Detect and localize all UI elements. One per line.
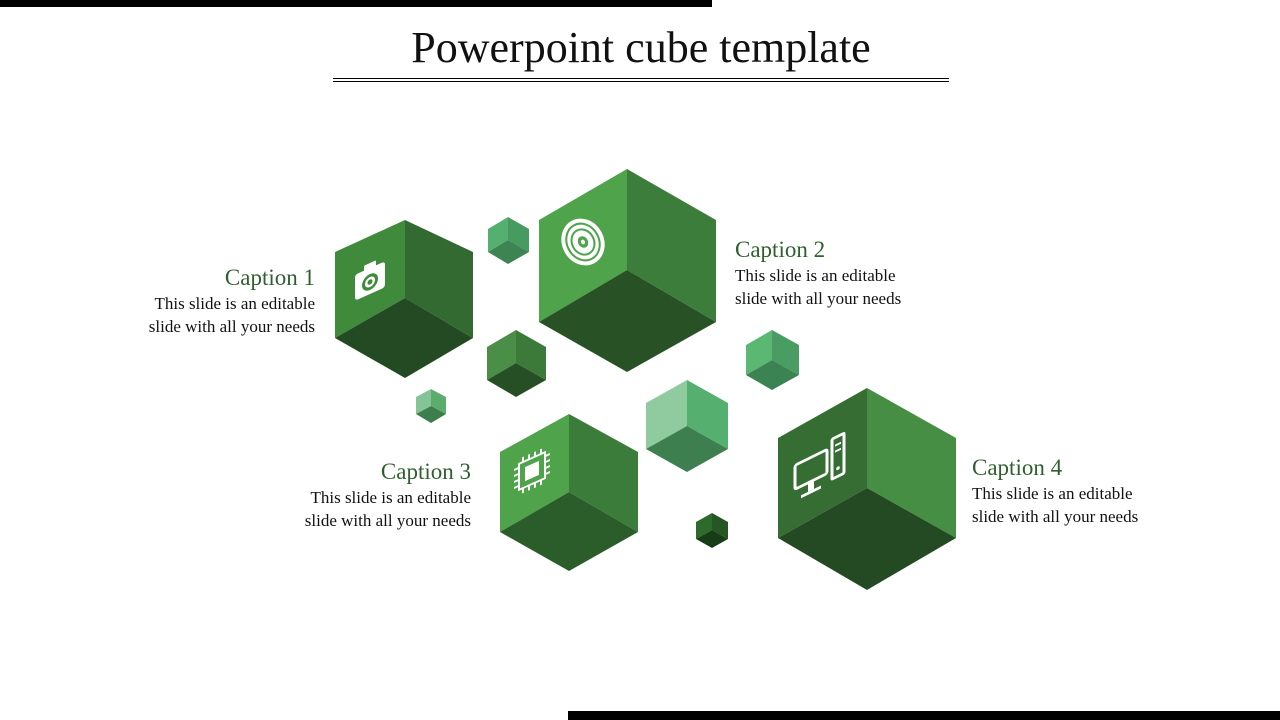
caption-3-line-1: This slide is an editable bbox=[310, 488, 471, 507]
title-underline-second bbox=[333, 81, 949, 82]
small-cube-b bbox=[487, 330, 546, 397]
caption-1-line-1: This slide is an editable bbox=[154, 294, 315, 313]
caption-1-line-2: slide with all your needs bbox=[148, 317, 315, 336]
caption-2: Caption 2 This slide is an editable slid… bbox=[735, 236, 955, 310]
slide-title: Powerpoint cube template bbox=[411, 23, 871, 72]
caption-1: Caption 1 This slide is an editable slid… bbox=[95, 264, 315, 338]
top-black-bar bbox=[0, 0, 712, 7]
caption-3-heading: Caption 3 bbox=[380, 459, 471, 484]
cube-4 bbox=[778, 388, 956, 590]
bottom-black-bar bbox=[568, 711, 1280, 720]
caption-2-heading: Caption 2 bbox=[735, 237, 826, 262]
caption-1-heading: Caption 1 bbox=[224, 265, 315, 290]
title-underline bbox=[333, 78, 949, 79]
cube-2 bbox=[539, 169, 716, 372]
small-cube-e bbox=[646, 380, 728, 472]
small-cube-d bbox=[746, 330, 799, 390]
caption-3-line-2: slide with all your needs bbox=[304, 511, 471, 530]
disc-icon bbox=[561, 218, 605, 266]
small-cube-f bbox=[696, 513, 728, 548]
camera-icon bbox=[355, 260, 385, 300]
small-cube-c bbox=[416, 389, 446, 423]
caption-4-line-2: slide with all your needs bbox=[972, 507, 1139, 526]
caption-4: Caption 4 This slide is an editable slid… bbox=[972, 454, 1192, 528]
cube-3 bbox=[500, 414, 638, 571]
chip-icon bbox=[514, 448, 550, 494]
caption-4-heading: Caption 4 bbox=[972, 455, 1063, 480]
small-cube-a bbox=[488, 217, 529, 264]
caption-2-line-1: This slide is an editable bbox=[735, 266, 896, 285]
caption-2-line-2: slide with all your needs bbox=[735, 289, 902, 308]
caption-3: Caption 3 This slide is an editable slid… bbox=[251, 458, 471, 532]
caption-4-line-1: This slide is an editable bbox=[972, 484, 1133, 503]
computer-icon bbox=[793, 432, 846, 499]
